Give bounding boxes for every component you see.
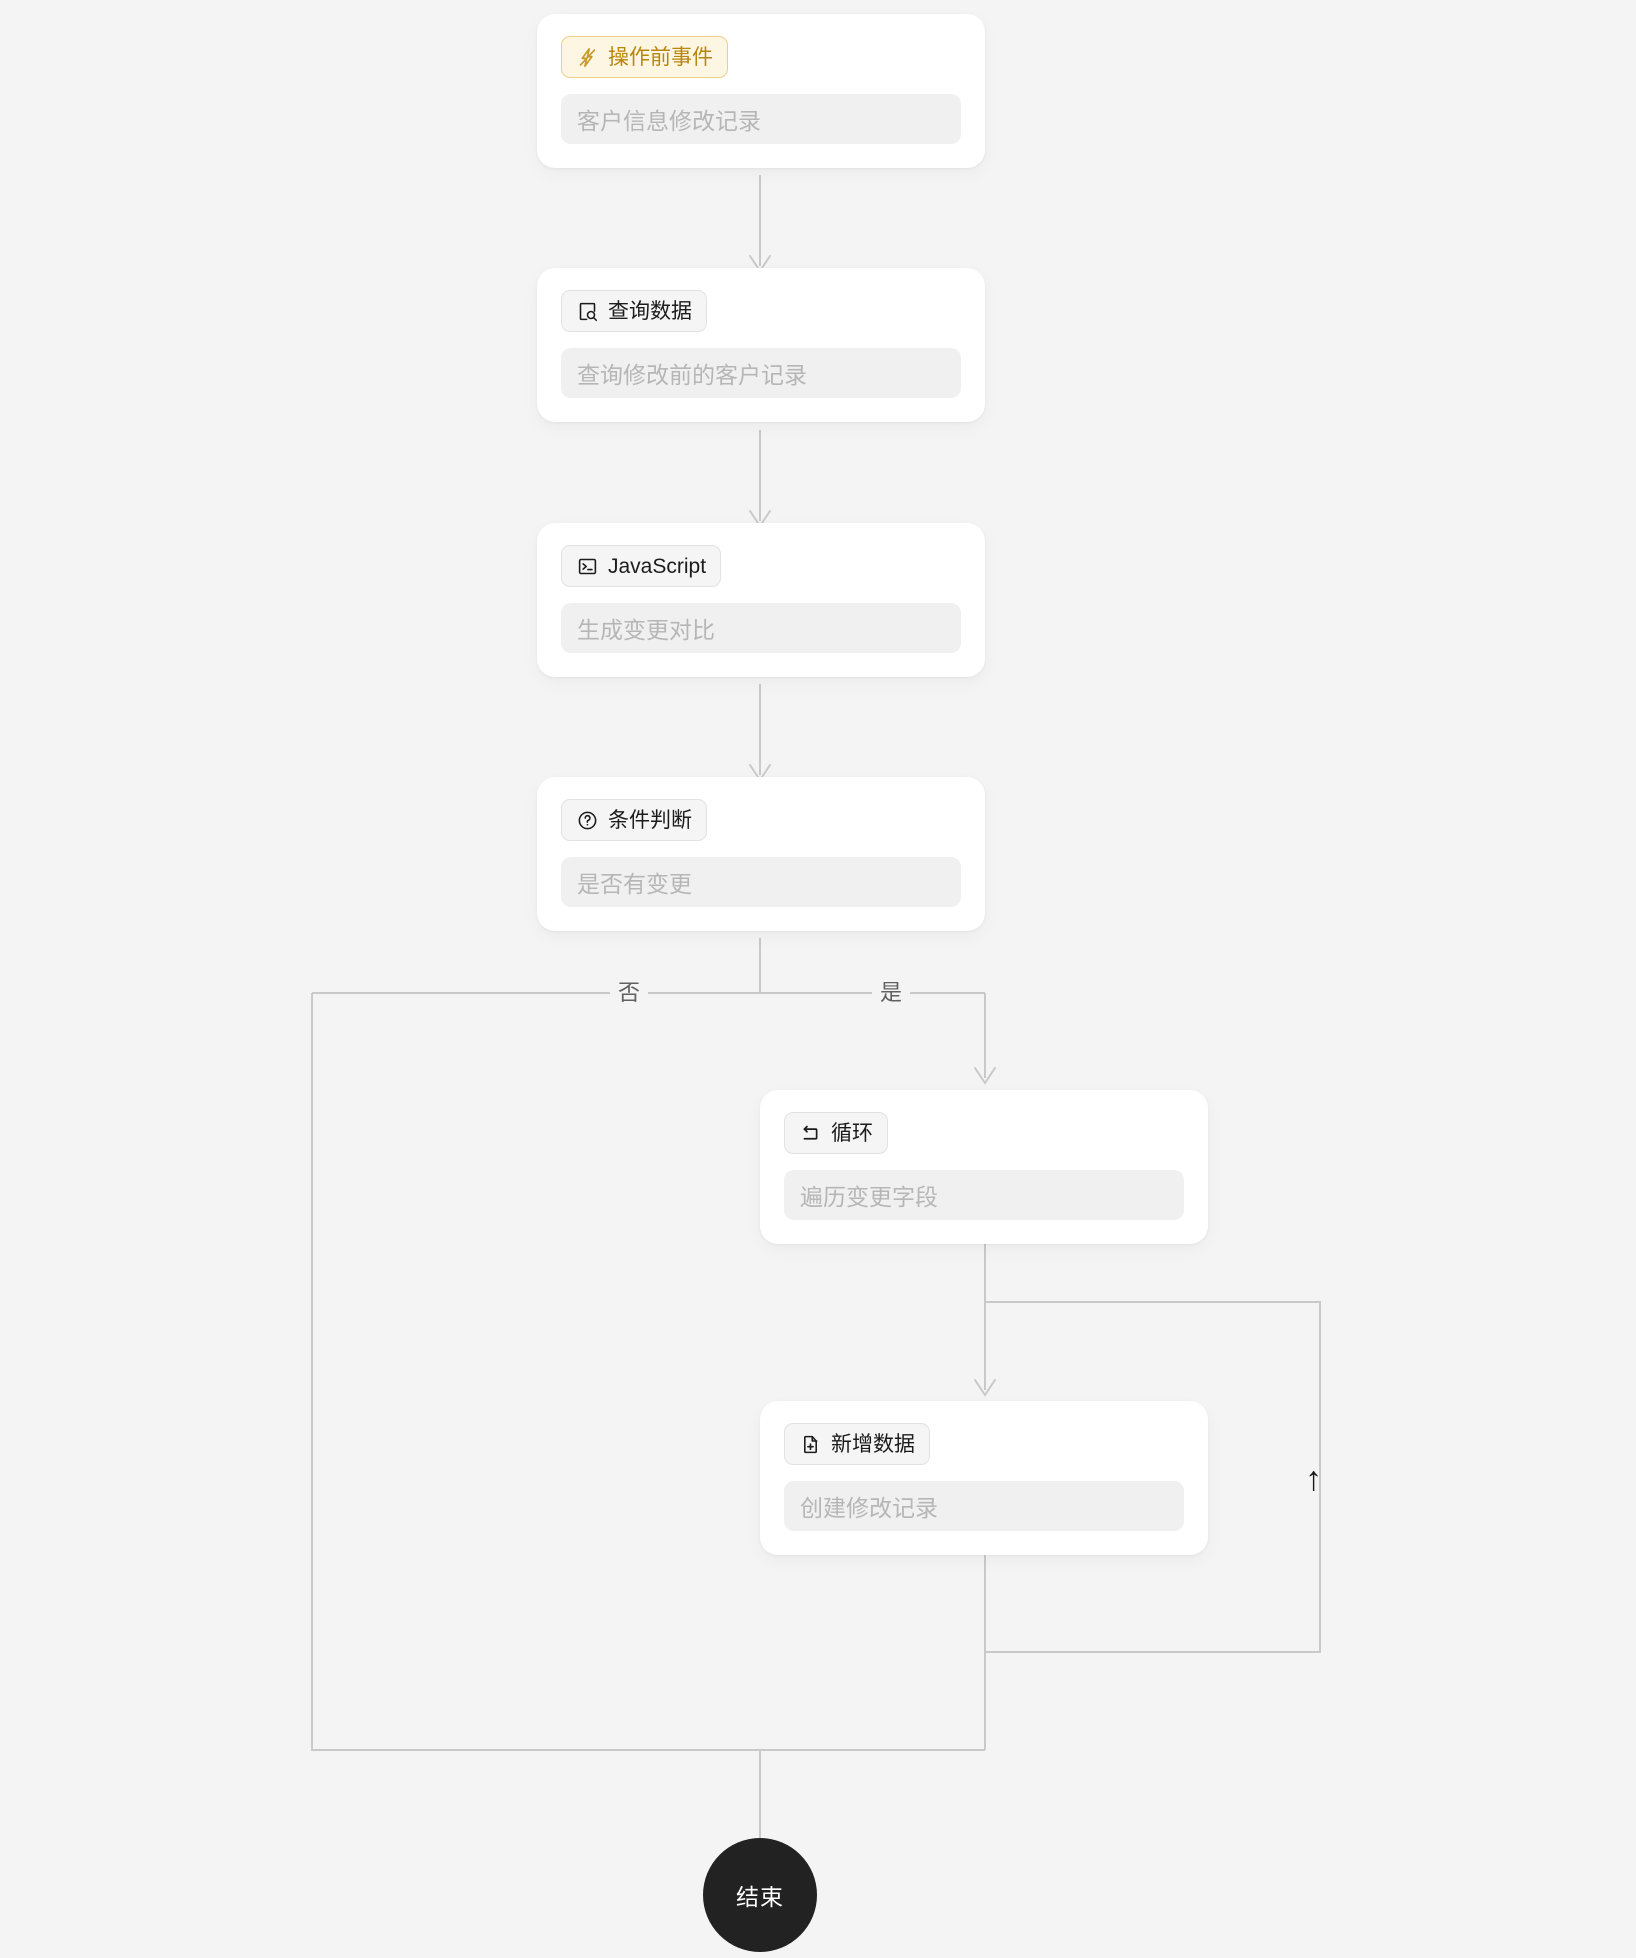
branch-label-yes: 是 xyxy=(872,982,911,1004)
node-type-chip-javascript[interactable]: JavaScript xyxy=(561,545,722,587)
node-type-label: 操作前事件 xyxy=(608,45,713,69)
end-node-label: 结束 xyxy=(736,1884,784,1910)
node-description-field-query-data[interactable]: 查询修改前的客户记录 xyxy=(561,348,961,398)
node-type-label: 查询数据 xyxy=(608,299,692,323)
node-type-chip-query-data[interactable]: 查询数据 xyxy=(561,290,707,332)
node-type-chip-create-data[interactable]: 新增数据 xyxy=(784,1423,930,1465)
document-search-icon xyxy=(576,300,599,323)
node-description-field-create-data[interactable]: 创建修改记录 xyxy=(784,1481,1184,1531)
node-description-field-condition[interactable]: 是否有变更 xyxy=(561,857,961,907)
node-description-field-javascript[interactable]: 生成变更对比 xyxy=(561,603,961,653)
node-type-chip-condition[interactable]: 条件判断 xyxy=(561,799,707,841)
node-description-field-loop[interactable]: 遍历变更字段 xyxy=(784,1170,1184,1220)
node-type-label: 循环 xyxy=(831,1121,873,1145)
terminal-icon xyxy=(576,555,599,578)
node-javascript[interactable]: JavaScript 生成变更对比 xyxy=(537,523,985,677)
node-type-label: 新增数据 xyxy=(831,1432,915,1456)
question-circle-icon xyxy=(576,809,599,832)
lightning-bolt-icon xyxy=(576,46,599,69)
node-type-label: 条件判断 xyxy=(608,808,692,832)
node-end[interactable]: 结束 xyxy=(703,1838,817,1952)
node-trigger[interactable]: 操作前事件 客户信息修改记录 xyxy=(537,14,985,168)
loopback-up-arrow-icon: ↑ xyxy=(1305,1460,1322,1498)
node-create-data[interactable]: 新增数据 创建修改记录 xyxy=(760,1401,1208,1555)
node-type-label: JavaScript xyxy=(608,554,707,578)
node-condition[interactable]: 条件判断 是否有变更 xyxy=(537,777,985,931)
node-query-data[interactable]: 查询数据 查询修改前的客户记录 xyxy=(537,268,985,422)
loop-arrow-icon xyxy=(799,1122,822,1145)
node-type-chip-loop[interactable]: 循环 xyxy=(784,1112,888,1154)
branch-label-no: 否 xyxy=(610,982,649,1004)
node-type-chip-trigger[interactable]: 操作前事件 xyxy=(561,36,728,78)
file-plus-icon xyxy=(799,1433,822,1456)
node-loop[interactable]: 循环 遍历变更字段 xyxy=(760,1090,1208,1244)
node-description-field-trigger[interactable]: 客户信息修改记录 xyxy=(561,94,961,144)
